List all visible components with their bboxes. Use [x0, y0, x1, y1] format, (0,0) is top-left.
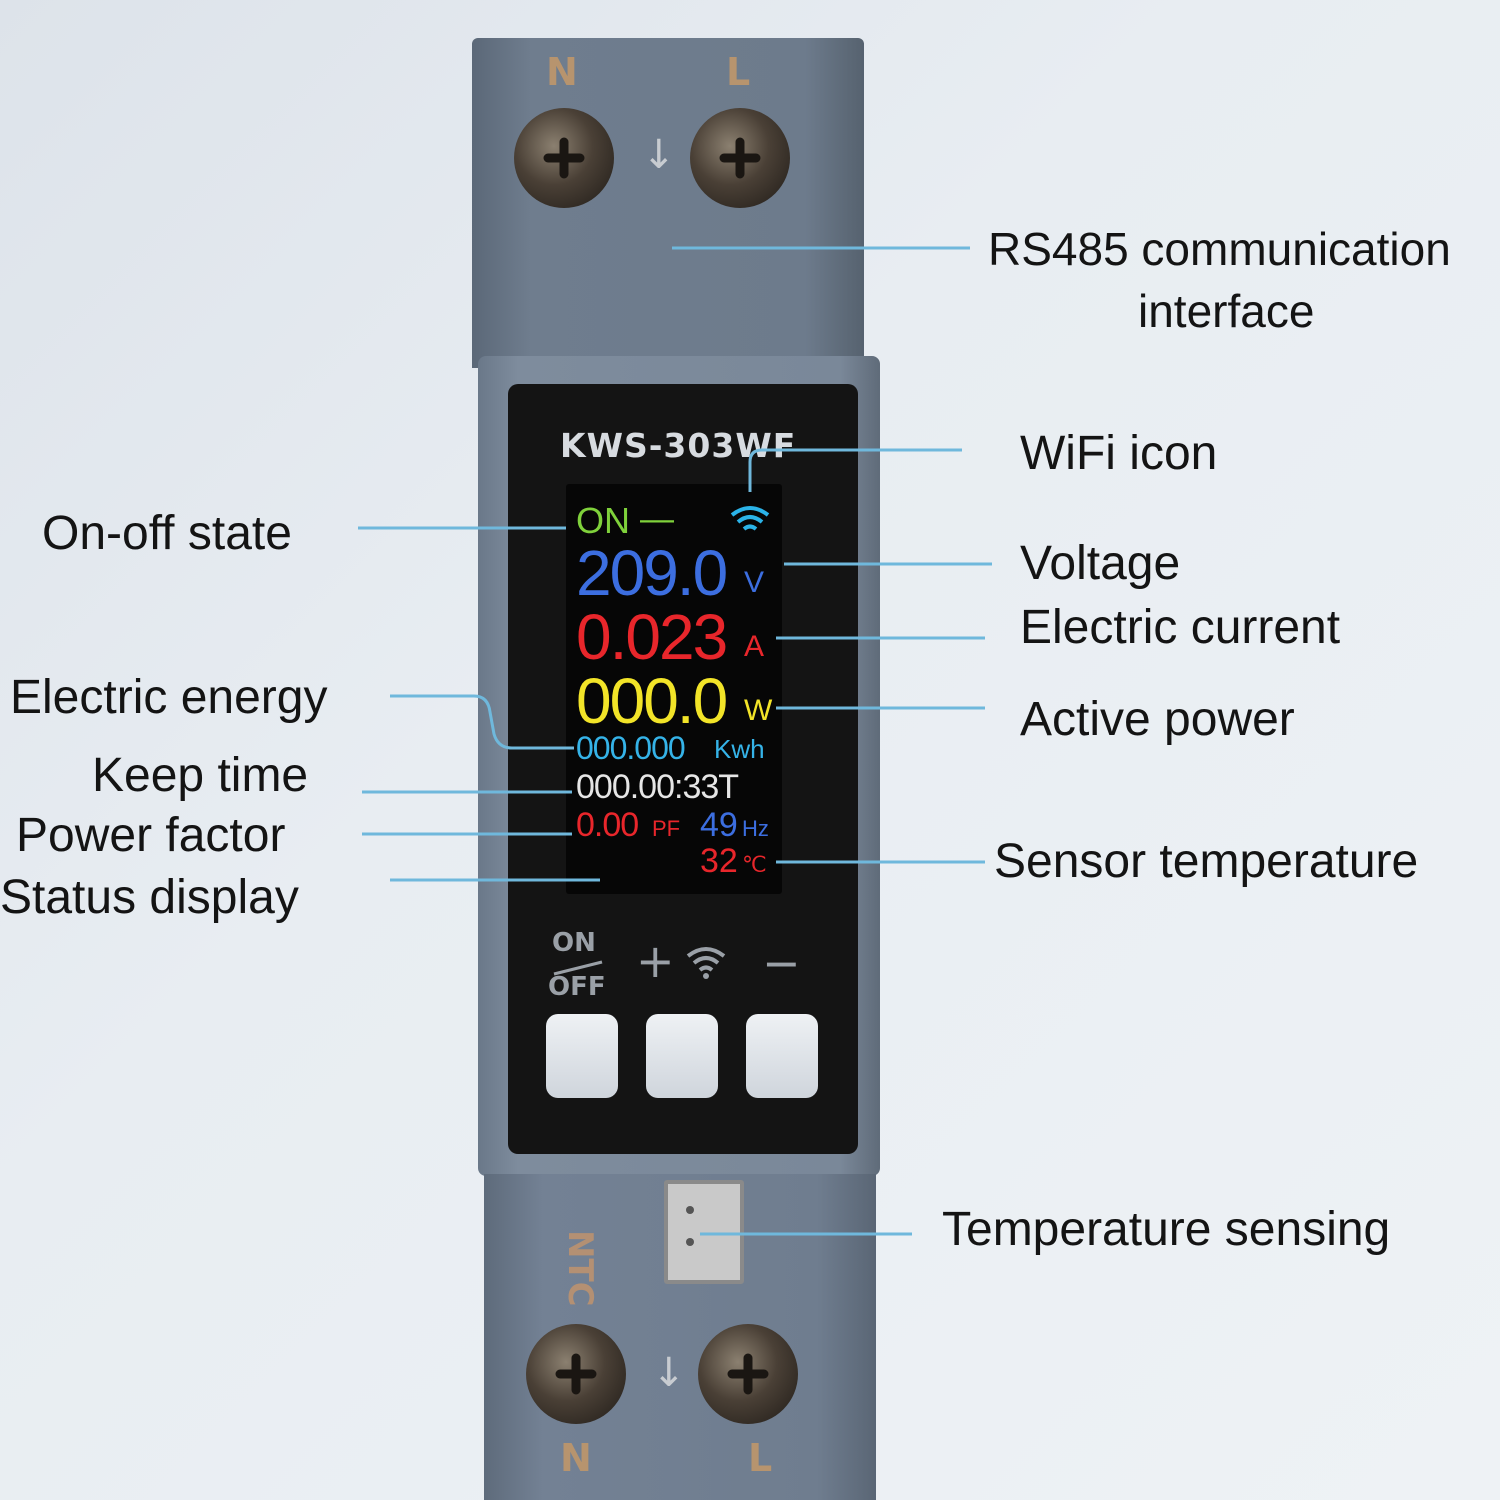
callout-power-factor: Power factor	[16, 809, 286, 862]
status-display-screen	[566, 484, 782, 894]
plus-wifi-button[interactable]	[646, 1014, 718, 1098]
callout-wifi: WiFi icon	[1020, 427, 1218, 480]
on-label: ON	[552, 928, 596, 958]
bottom-down-arrow-icon: ↓	[652, 1350, 686, 1396]
ntc-connector	[664, 1180, 744, 1284]
callout-energy: Electric energy	[10, 671, 328, 724]
lcd-energy-unit: Kwh	[714, 734, 765, 764]
bottom-terminal-n-label: N	[560, 1436, 592, 1480]
callout-current: Electric current	[1020, 601, 1341, 654]
top-l-screw-icon	[690, 108, 790, 208]
lcd-keep-time: 000.00:33T	[576, 768, 739, 806]
lcd-temperature-unit: ℃	[742, 852, 767, 877]
top-n-screw-icon	[514, 108, 614, 208]
minus-label: −	[762, 936, 801, 990]
callout-keep-time: Keep time	[92, 749, 309, 802]
callout-rs485-line1: RS485 communication	[988, 223, 1451, 275]
callout-rs485-line2: interface	[1138, 285, 1315, 337]
lcd-state: ON	[576, 500, 630, 541]
callout-sensor-temp: Sensor temperature	[994, 835, 1419, 888]
panel-wifi-icon	[686, 947, 726, 979]
lcd-power: 000.0	[576, 665, 728, 737]
minus-button[interactable]	[746, 1014, 818, 1098]
bottom-n-screw-icon	[526, 1324, 626, 1424]
on-off-divider-icon	[553, 960, 603, 976]
lcd-voltage: 209.0	[576, 537, 728, 609]
lcd-current-unit: A	[744, 630, 765, 663]
top-down-arrow-icon: ↓	[642, 132, 676, 178]
lcd-power-unit: W	[744, 694, 773, 727]
lcd-power-factor-unit: PF	[652, 816, 681, 841]
device-top-housing	[472, 38, 864, 368]
lcd-frequency: 49	[700, 806, 738, 844]
callout-voltage: Voltage	[1020, 537, 1181, 590]
top-terminal-n-label: N	[546, 50, 578, 94]
bottom-l-screw-icon	[698, 1324, 798, 1424]
lcd-energy: 000.000	[576, 730, 686, 766]
callout-temp-sensing: Temperature sensing	[942, 1203, 1391, 1256]
callout-active-power: Active power	[1020, 693, 1295, 746]
lcd-temperature: 32	[700, 842, 738, 880]
model-label: KWS-303WF	[560, 426, 797, 465]
lcd-state-dash: —	[640, 500, 674, 538]
plus-label: +	[636, 934, 675, 988]
lcd-current: 0.023	[576, 601, 728, 673]
lcd-voltage-unit: V	[744, 566, 765, 599]
lcd-frequency-unit: Hz	[742, 816, 769, 841]
callout-on-off: On-off state	[42, 507, 292, 560]
on-off-button[interactable]	[546, 1014, 618, 1098]
lcd-wifi-icon	[730, 506, 770, 531]
bottom-terminal-l-label: L	[748, 1436, 773, 1480]
off-label: OFF	[548, 972, 606, 1002]
callout-status-display: Status display	[0, 871, 299, 924]
lcd-power-factor: 0.00	[576, 806, 639, 844]
top-terminal-l-label: L	[726, 50, 751, 94]
